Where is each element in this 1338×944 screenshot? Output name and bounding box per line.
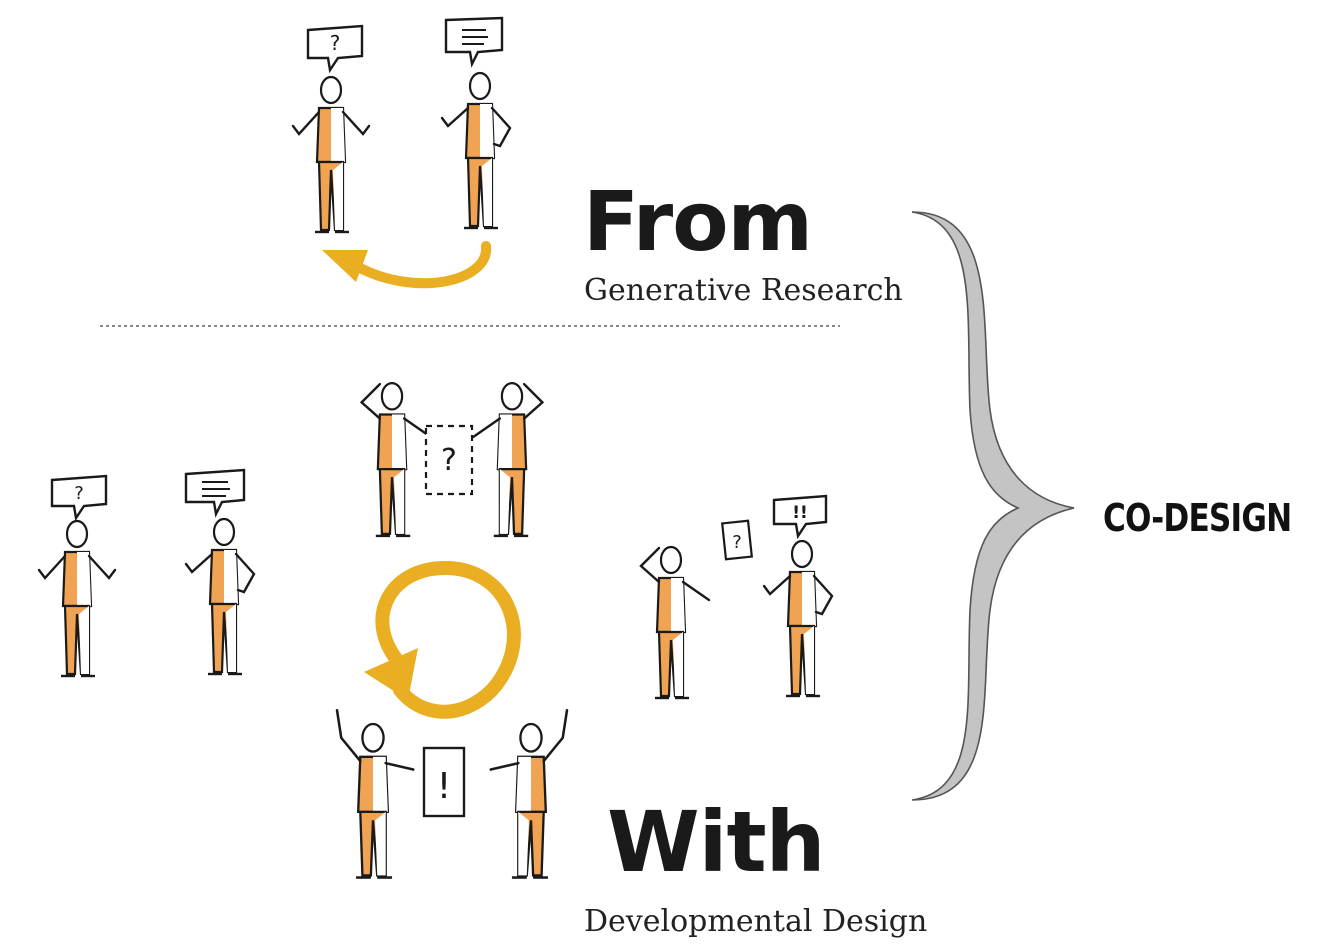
heading-from: From bbox=[583, 175, 813, 270]
right-figure-pair: ? !! bbox=[639, 494, 834, 700]
person-shrugging-left-icon bbox=[37, 519, 117, 678]
speech-bubble-lines bbox=[444, 16, 504, 68]
person-thinking-mirrored-icon bbox=[472, 381, 544, 538]
heading-with: With bbox=[607, 793, 825, 891]
speech-bubble-question: ? bbox=[306, 24, 364, 74]
paper-question-mark: ? bbox=[441, 443, 457, 478]
top-figure-pair: ? bbox=[291, 16, 512, 289]
bubble-question-mark: ? bbox=[330, 31, 341, 55]
co-design-label: CO-DESIGN bbox=[1103, 496, 1292, 540]
subheading-generative-research: Generative Research bbox=[584, 273, 903, 308]
speech-bubble-exclaim: !! bbox=[772, 494, 828, 540]
person-reacting-icon bbox=[762, 539, 834, 698]
speech-bubble-question-left: ? bbox=[50, 474, 108, 522]
bubble-question-mark-left: ? bbox=[74, 483, 84, 504]
curly-bracket bbox=[911, 211, 1075, 801]
paper-question-right: ? bbox=[720, 519, 754, 561]
person-holding-paper-icon bbox=[639, 545, 711, 700]
subheading-developmental-design: Developmental Design bbox=[584, 904, 928, 939]
person-cheering-mirrored-icon bbox=[489, 708, 569, 880]
center-bottom-figure-pair: ! bbox=[335, 708, 569, 880]
paper-exclaim-mark: ! bbox=[437, 766, 451, 807]
bubble-exclaim-mark: !! bbox=[792, 503, 808, 523]
person-cheering-icon bbox=[335, 708, 415, 880]
center-top-figure-pair: ? bbox=[360, 381, 544, 538]
arrow-back-icon bbox=[322, 241, 492, 289]
left-figure-pair: ? bbox=[37, 468, 256, 678]
paper-exclaim: ! bbox=[422, 746, 466, 818]
person-explaining-icon bbox=[440, 71, 512, 230]
person-shrugging-icon bbox=[291, 75, 371, 234]
cycle-arrow-icon bbox=[364, 560, 521, 719]
speech-bubble-lines-left bbox=[184, 468, 246, 518]
person-thinking-icon bbox=[360, 381, 432, 538]
person-explaining-left-icon bbox=[184, 517, 256, 676]
dashed-paper-question: ? bbox=[424, 424, 474, 496]
paper-question-mark-right: ? bbox=[732, 532, 742, 553]
